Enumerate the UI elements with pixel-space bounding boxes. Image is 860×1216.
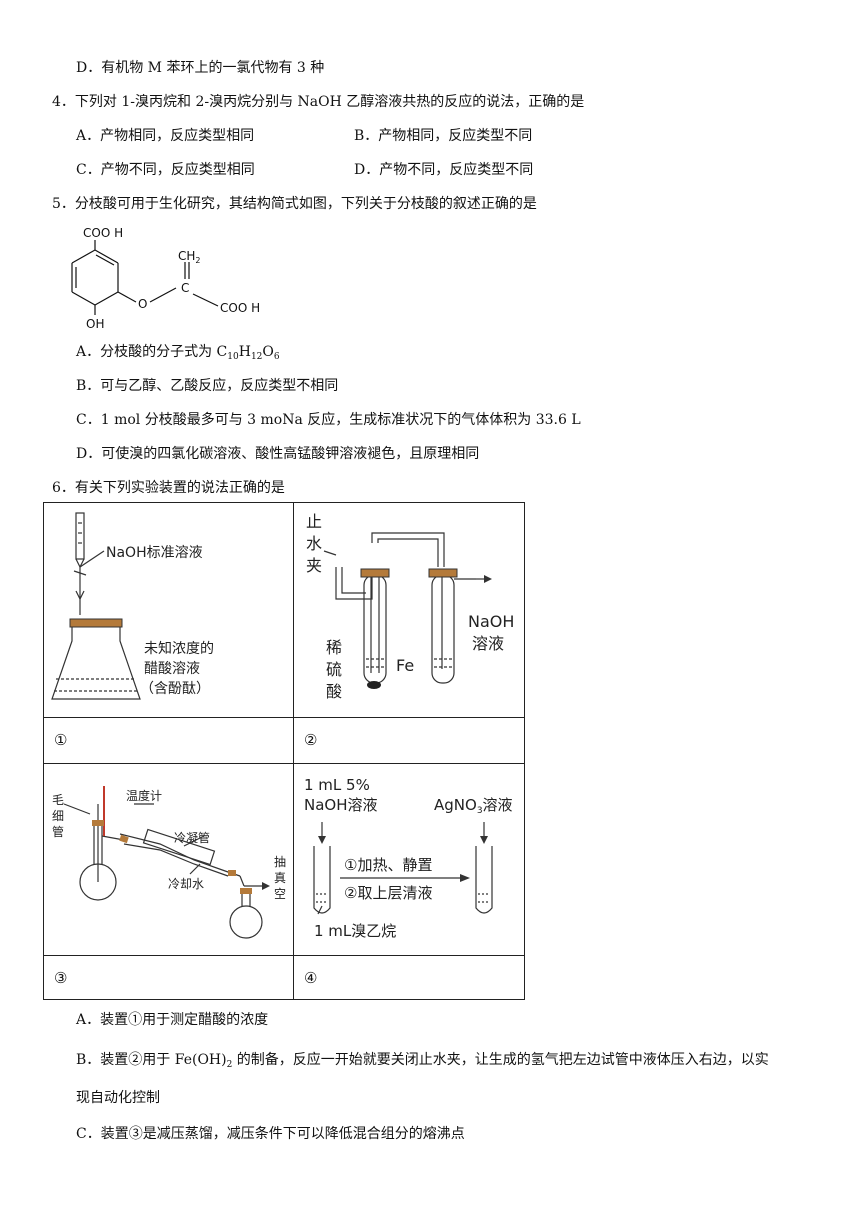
bromoethane-label: 1 mL溴乙烷	[314, 922, 396, 940]
vacuum-char1: 抽	[274, 855, 286, 869]
apparatus-table: NaOH标准溶液 未知浓度的 醋酸溶液 （含酚酞） 止 水 夹 NaOH	[43, 502, 525, 1000]
q5-option-a: A．分枝酸的分子式为 C10H12O6	[76, 344, 280, 362]
q6-option-b-line2: 现自动化控制	[76, 1090, 160, 1106]
fe-oh2-apparatus: 止 水 夹 NaOH 溶液 稀 硫 酸 Fe	[306, 512, 514, 701]
q3-option-d: D．有机物 M 苯环上的一氯代物有 3 种	[76, 60, 325, 76]
naoh-solution-label: NaOH溶液	[304, 796, 378, 814]
naoh-standard-label: NaOH标准溶液	[106, 545, 203, 561]
q5-stem: 5．分枝酸可用于生化研究，其结构简式如图，下列关于分枝酸的叙述正确的是	[52, 196, 537, 212]
q5-option-c: C．1 mol 分枝酸最多可与 3 moNa 反应，生成标准状况下的气体体积为 …	[76, 412, 581, 428]
step-2-label: ②取上层清液	[344, 884, 432, 902]
o-label: O	[138, 297, 147, 311]
q6-option-c: C．装置③是减压蒸馏，减压条件下可以降低混合组分的熔沸点	[76, 1126, 465, 1142]
acid-char2: 硫	[326, 660, 342, 679]
titration-apparatus: NaOH标准溶液 未知浓度的 醋酸溶液 （含酚酞）	[51, 512, 214, 700]
ch2-label: CH2	[178, 249, 201, 265]
step-1-label: ①加热、静置	[344, 856, 432, 874]
q4-option-c: C．产物不同，反应类型相同	[76, 162, 255, 178]
cooh-right-label: COO H	[220, 301, 260, 315]
oh-label: OH	[86, 317, 104, 331]
q6-stem: 6．有关下列实验装置的说法正确的是	[52, 480, 285, 496]
clamp-char1: 止	[306, 512, 322, 531]
cooh-top-label: COO H	[83, 226, 123, 240]
condenser-label: 冷凝管	[174, 830, 210, 845]
q4-stem: 4．下列对 1-溴丙烷和 2-溴丙烷分别与 NaOH 乙醇溶液共热的反应的说法，…	[52, 94, 585, 110]
vacuum-char3: 空	[274, 887, 286, 901]
unknown-line1: 未知浓度的	[144, 640, 214, 657]
q5-option-d: D．可使溴的四氯化碳溶液、酸性高锰酸钾溶液褪色，且原理相同	[76, 446, 480, 462]
fe-label: Fe	[396, 656, 414, 675]
vacuum-distillation-apparatus: 毛 细 管 温度计 冷凝管 冷却水 抽 真 空	[52, 786, 286, 939]
q4-option-a: A．产物相同，反应类型相同	[76, 128, 255, 144]
capillary-char2: 细	[52, 809, 64, 823]
cooling-water-label: 冷却水	[168, 877, 204, 891]
naoh-solution-label: 溶液	[472, 634, 504, 653]
clamp-char3: 夹	[306, 556, 322, 575]
naoh-label: NaOH	[468, 612, 514, 631]
q4-option-b: B．产物相同，反应类型不同	[354, 128, 533, 144]
cell-4-number: ④	[304, 969, 318, 987]
vacuum-char2: 真	[274, 871, 286, 885]
cell-1-number: ①	[54, 731, 68, 749]
acid-char3: 酸	[326, 682, 342, 701]
q6-option-a: A．装置①用于测定醋酸的浓度	[76, 1012, 269, 1028]
unknown-line3: （含酚酞）	[140, 681, 210, 697]
q5-option-b: B．可与乙醇、乙酸反应，反应类型不相同	[76, 378, 339, 394]
agno3-label: AgNO3溶液	[434, 796, 513, 816]
clamp-char2: 水	[306, 534, 322, 553]
chorismic-acid-structure: COO H CH2 C O COO H OH	[71, 226, 260, 331]
naoh-amount-label: 1 mL 5%	[304, 776, 370, 794]
acid-char1: 稀	[326, 638, 342, 657]
c-label: C	[181, 281, 189, 295]
cell-2-number: ②	[304, 731, 318, 749]
thermometer-label: 温度计	[126, 788, 162, 803]
capillary-char1: 毛	[52, 793, 64, 807]
q4-option-d: D．产物不同，反应类型不同	[354, 162, 534, 178]
cell-3-number: ③	[54, 969, 68, 987]
q6-option-b: B．装置②用于 Fe(OH)2 的制备，反应一开始就要关闭止水夹，让生成的氢气把…	[76, 1052, 769, 1070]
capillary-char3: 管	[52, 824, 64, 839]
unknown-line2: 醋酸溶液	[144, 661, 200, 677]
bromoethane-test-apparatus: 1 mL 5% NaOH溶液 AgNO3溶液 ①加热、静置 ②取上层清液 1 m…	[304, 776, 513, 940]
